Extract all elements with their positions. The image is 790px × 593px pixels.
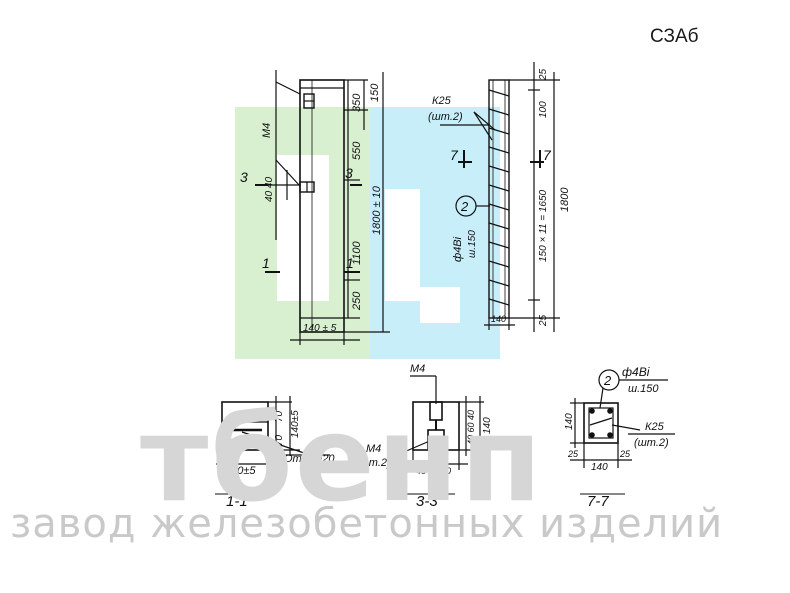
rf-dim-25-top: 25 bbox=[538, 68, 549, 81]
s11-dim-70a: 70 bbox=[274, 410, 285, 422]
stirrup-bar bbox=[488, 298, 510, 306]
s77-dim-140h: 140 bbox=[591, 462, 608, 473]
stirrup-bar bbox=[488, 165, 510, 173]
s11-outline bbox=[221, 401, 269, 451]
elev-dim-1100: 1100 bbox=[351, 240, 363, 265]
s11-dim-140: 140±5 bbox=[290, 410, 301, 438]
k25-label: К25 bbox=[432, 95, 452, 107]
s33-dim-140: 140 bbox=[482, 417, 493, 434]
stirrups-group bbox=[488, 89, 510, 306]
s11-dim-width: 140±5 bbox=[225, 465, 256, 477]
rf-dim-100: 100 bbox=[538, 101, 549, 118]
watermark-cutout-b bbox=[385, 189, 420, 301]
s77-dim-25b: 25 bbox=[619, 449, 631, 459]
s33-dim-bottom: 40 60 40 bbox=[416, 466, 451, 476]
elev-cut-3-left: 3 bbox=[240, 169, 248, 185]
elevation-view: 350 150 550 1100 250 1800 ± 10 40 40 М4 … bbox=[240, 70, 390, 345]
watermark-cutout-c bbox=[420, 287, 460, 323]
s77-dim-140v: 140 bbox=[564, 413, 575, 430]
elev-dim-total: 1800 ± 10 bbox=[371, 185, 383, 235]
rf-dim-width: 140 bbox=[491, 314, 506, 324]
stirrup-bar bbox=[488, 260, 510, 268]
reinforcement-view: К25 (шт.2) 2 ф4Вi ш.150 7 7 25 100 150 ×… bbox=[428, 62, 571, 332]
s33-title: 3-3 bbox=[416, 493, 438, 510]
stirrup-bar bbox=[488, 127, 510, 135]
watermark-cutout-a bbox=[277, 155, 329, 301]
stirrup-bar bbox=[488, 146, 510, 154]
rf-dim-25-bottom: 25 bbox=[538, 314, 549, 327]
position-number: 2 bbox=[460, 199, 469, 214]
elev-cut-1-right: 1 bbox=[346, 255, 354, 271]
rf-dim-total: 1800 bbox=[559, 187, 571, 212]
s11-dim-70b: 70 bbox=[274, 434, 285, 446]
bar-label: ф4Вi bbox=[452, 236, 464, 262]
s77-bar-label: ф4Вi bbox=[622, 365, 650, 379]
elev-dim-4040: 40 40 bbox=[264, 177, 275, 202]
elev-dim-350: 350 bbox=[351, 93, 363, 112]
elev-cut-1-left: 1 bbox=[262, 255, 270, 271]
cut-7-right: 7 bbox=[543, 147, 552, 163]
stirrup-bar bbox=[488, 108, 510, 116]
stirrup-bar bbox=[488, 279, 510, 287]
elev-cut-3-right: 3 bbox=[345, 165, 353, 181]
s11-hole-label: Отв. Ф20 bbox=[284, 453, 335, 465]
s11-title: 1-1 bbox=[226, 493, 248, 510]
stirrup-bar bbox=[488, 184, 510, 192]
cage-outline bbox=[488, 79, 510, 319]
elev-dim-250: 250 bbox=[351, 291, 363, 311]
bar-step-label: ш.150 bbox=[467, 230, 478, 258]
elev-dim-bottom: 140 ± 5 bbox=[303, 323, 337, 334]
section-1-1: 70 70 140±5 140±5 Отв. Ф20 1-1 bbox=[215, 396, 335, 510]
section-3-3: М4 М4 (шт.2) 40 60 40 40 60 40 140 3-3 bbox=[356, 363, 493, 510]
watermark-logo-text: тбенп bbox=[140, 390, 544, 528]
s77-dim-25a: 25 bbox=[567, 449, 579, 459]
elev-dim-550: 550 bbox=[351, 141, 363, 160]
elev-dim-150: 150 bbox=[369, 83, 381, 102]
section-7-7: 2 ф4Вi ш.150 К25 (шт.2) 140 25 140 25 7-… bbox=[564, 365, 675, 510]
k25-qty-label: (шт.2) bbox=[428, 111, 463, 123]
s77-title: 7-7 bbox=[587, 493, 609, 510]
s77-stirrup bbox=[588, 407, 614, 439]
stirrup-bar bbox=[488, 89, 510, 97]
stirrup-bar bbox=[488, 203, 510, 211]
s33-dim-right: 40 60 40 bbox=[466, 410, 476, 445]
s77-k25-qty: (шт.2) bbox=[634, 437, 669, 449]
s77-k25-label: К25 bbox=[645, 421, 665, 433]
s77-position-number: 2 bbox=[603, 373, 612, 388]
s33-m4-top: М4 bbox=[410, 363, 425, 375]
s77-bar-step: ш.150 bbox=[628, 383, 659, 395]
rf-dim-spacing: 150 × 11 = 1650 bbox=[538, 189, 549, 262]
s33-m4-label: М4 bbox=[366, 443, 381, 455]
watermark-company-text: завод железобетонных изделий bbox=[10, 501, 724, 547]
cut-7-left: 7 bbox=[450, 147, 459, 163]
stirrup-bar bbox=[488, 222, 510, 230]
elev-label-m4: М4 bbox=[261, 123, 273, 138]
s33-m4-qty: (шт.2) bbox=[356, 457, 391, 469]
stirrup-bar bbox=[488, 241, 510, 249]
product-code: СЗАб bbox=[650, 26, 699, 47]
elevation-outline bbox=[299, 79, 345, 333]
